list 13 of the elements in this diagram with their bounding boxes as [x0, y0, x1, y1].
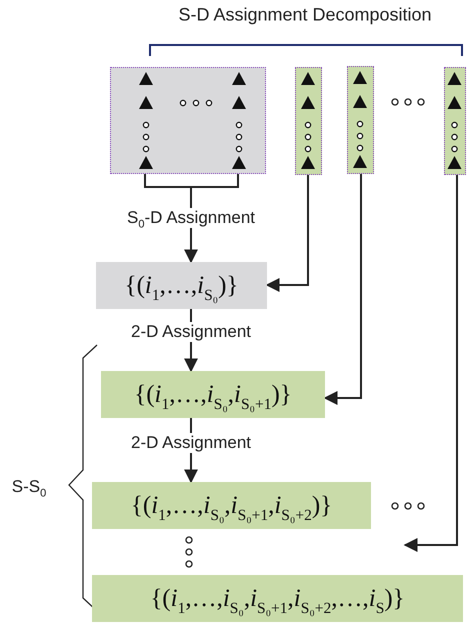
target-column-box [110, 67, 266, 174]
brace-label: S-S$_{0}$ [10, 477, 48, 497]
set-box [92, 575, 463, 622]
target-column-box [444, 67, 466, 175]
target-column-box [347, 66, 374, 174]
target-column-box [295, 67, 322, 175]
set-box [92, 482, 371, 529]
diagram-title: S-D Assignment Decomposition [178, 4, 432, 26]
set-box [101, 371, 325, 418]
arrow [266, 175, 309, 292]
arrow [324, 174, 362, 405]
arrow [404, 175, 458, 552]
set-box [96, 262, 267, 309]
